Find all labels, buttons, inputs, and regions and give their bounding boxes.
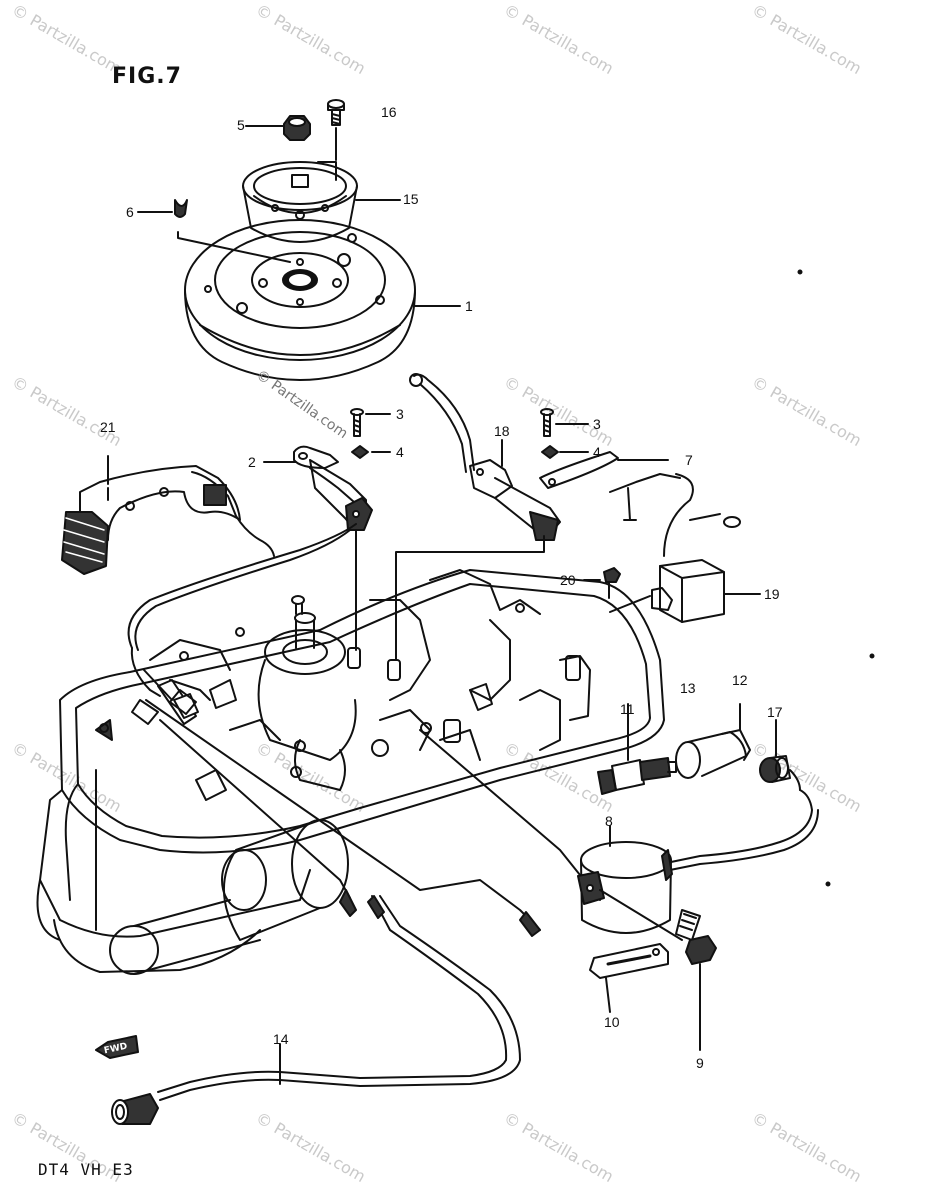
callout-4-right: 4	[593, 444, 601, 460]
pulser-coil	[263, 445, 373, 531]
callout-20: 20	[560, 572, 576, 588]
lighting-coil	[409, 373, 561, 541]
callout-11: 11	[620, 701, 635, 717]
callout-5: 5	[237, 117, 245, 133]
ignition-coil	[577, 789, 819, 934]
callout-19: 19	[764, 586, 780, 602]
stator-plate	[61, 455, 275, 575]
wire-harness	[111, 523, 601, 1125]
callout-12: 12	[732, 672, 748, 688]
callout-7: 7	[685, 452, 693, 468]
callout-16: 16	[381, 104, 397, 120]
cdi-unit	[609, 473, 761, 623]
screw	[350, 408, 364, 437]
flywheel	[184, 219, 416, 381]
callout-9: 9	[696, 1055, 704, 1071]
woodruff-key	[174, 199, 188, 218]
callout-8: 8	[605, 813, 613, 829]
callout-18: 18	[494, 423, 510, 439]
fwd-arrow	[95, 1035, 139, 1059]
figure-title: FIG.7	[112, 64, 182, 89]
callout-14: 14	[273, 1031, 289, 1047]
powerhead-base	[36, 569, 665, 975]
callout-2: 2	[248, 454, 256, 470]
spark-plug	[597, 703, 677, 795]
callout-13: 13	[680, 680, 696, 696]
callout-6: 6	[126, 204, 134, 220]
callout-3-left: 3	[396, 406, 404, 422]
callout-10: 10	[604, 1014, 620, 1030]
nut	[283, 115, 311, 141]
callout-21: 21	[100, 419, 116, 435]
callout-4-left: 4	[396, 444, 404, 460]
noise-suppressor	[759, 719, 801, 791]
callout-1: 1	[465, 298, 473, 314]
screw	[583, 567, 651, 613]
bolt	[599, 889, 717, 1051]
plug-cap	[675, 703, 751, 779]
coil-bracket	[589, 943, 669, 1013]
callout-17: 17	[767, 704, 783, 720]
starter-cup	[242, 161, 358, 243]
screw	[327, 99, 345, 126]
callout-15: 15	[403, 191, 419, 207]
model-code: DT4 VH E3	[38, 1160, 134, 1179]
callout-3-right: 3	[593, 416, 601, 432]
screw	[540, 408, 554, 437]
